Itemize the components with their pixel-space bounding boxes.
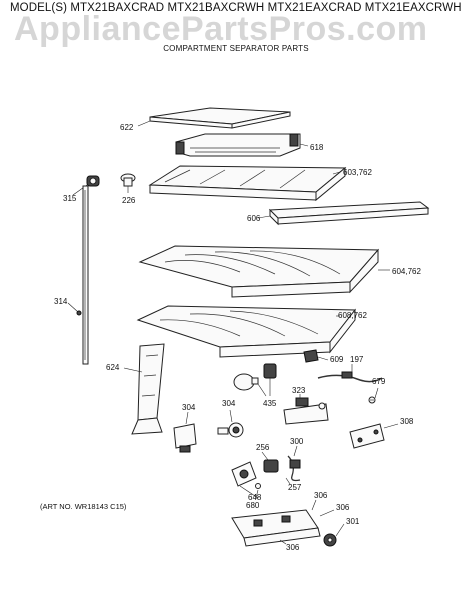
callout-306b: 306 <box>336 503 350 512</box>
callout-304a: 304 <box>182 403 196 412</box>
leader-314 <box>67 302 79 313</box>
part-609-clip[interactable] <box>303 349 319 363</box>
callout-256: 256 <box>256 443 270 452</box>
part-604-separator[interactable] <box>138 245 380 298</box>
part-301-knob[interactable] <box>323 533 337 547</box>
callout-679: 679 <box>372 377 386 386</box>
callout-608: 608,762 <box>338 311 367 320</box>
leader-301 <box>335 523 345 537</box>
callout-306c: 306 <box>286 543 300 552</box>
leader-606 <box>257 215 271 219</box>
leader-680 <box>255 489 259 499</box>
callout-435: 435 <box>263 399 277 408</box>
part-680-screw[interactable] <box>255 483 261 489</box>
callout-618: 618 <box>310 143 324 152</box>
callout-624: 624 <box>106 363 120 372</box>
callout-603: 603,762 <box>343 168 372 177</box>
leader-304b <box>229 409 233 423</box>
part-435-socket[interactable] <box>263 363 277 379</box>
callout-306a: 306 <box>314 491 328 500</box>
leader-622 <box>137 120 151 127</box>
callout-680: 680 <box>246 501 260 510</box>
callout-197: 197 <box>350 355 364 364</box>
leader-306a <box>311 499 317 511</box>
part-304-bracket[interactable] <box>173 423 197 453</box>
callout-304b: 304 <box>222 399 236 408</box>
callout-314: 314 <box>54 297 68 306</box>
leader-304a <box>185 411 189 425</box>
part-197-sensor[interactable] <box>317 371 383 383</box>
leader-679 <box>374 387 379 399</box>
part-256-switch[interactable] <box>263 459 279 473</box>
part-323-control[interactable] <box>283 397 329 425</box>
callout-609: 609 <box>330 355 344 364</box>
part-304-knob[interactable] <box>217 422 244 438</box>
part-308-bracket[interactable] <box>349 423 385 449</box>
leader-306b <box>319 509 335 517</box>
part-314-clip[interactable] <box>76 310 82 316</box>
callout-648: 648 <box>248 493 262 502</box>
leader-257 <box>285 477 291 485</box>
leader-624 <box>123 367 143 373</box>
callout-622: 622 <box>120 123 134 132</box>
leader-308 <box>383 423 399 429</box>
model-list: MODEL(S) MTX21BAXCRAD MTX21BAXCRWH MTX21… <box>10 2 462 14</box>
part-618-housing[interactable] <box>175 133 301 157</box>
callout-315: 315 <box>63 194 77 203</box>
part-306-housing[interactable] <box>231 509 321 547</box>
leader-648 <box>239 485 259 499</box>
callout-300: 300 <box>290 437 304 446</box>
callout-257: 257 <box>288 483 302 492</box>
art-number: (ART NO. WR18143 C15) <box>40 502 127 511</box>
part-315-knob[interactable] <box>86 175 100 187</box>
leader-435a <box>257 383 267 397</box>
callout-308: 308 <box>400 417 414 426</box>
diagram-title: COMPARTMENT SEPARATOR PARTS <box>163 44 309 53</box>
part-603-shelf[interactable] <box>148 165 347 202</box>
leader-603 <box>332 171 341 175</box>
part-435-bulb[interactable] <box>233 373 259 391</box>
part-300-harness[interactable] <box>287 455 301 482</box>
part-314-rod[interactable] <box>82 185 89 365</box>
leader-300 <box>293 445 298 457</box>
callout-226: 226 <box>122 196 136 205</box>
callout-604: 604,762 <box>392 267 421 276</box>
leader-306c <box>279 539 287 545</box>
part-648-motor[interactable] <box>231 461 257 487</box>
callout-606: 606 <box>247 214 261 223</box>
callout-301: 301 <box>346 517 360 526</box>
part-608-liner[interactable] <box>136 305 357 358</box>
part-624-duct[interactable] <box>131 343 165 435</box>
part-606-trim[interactable] <box>268 201 430 226</box>
leader-618 <box>299 143 309 147</box>
part-679-screw[interactable] <box>368 396 376 404</box>
watermark-logo: AppliancePartsPros.com <box>14 10 428 48</box>
callout-323: 323 <box>292 386 306 395</box>
part-226-grommet[interactable] <box>120 173 136 187</box>
part-622-trim[interactable] <box>149 107 291 129</box>
leader-609 <box>317 356 329 361</box>
leader-256 <box>261 451 269 461</box>
